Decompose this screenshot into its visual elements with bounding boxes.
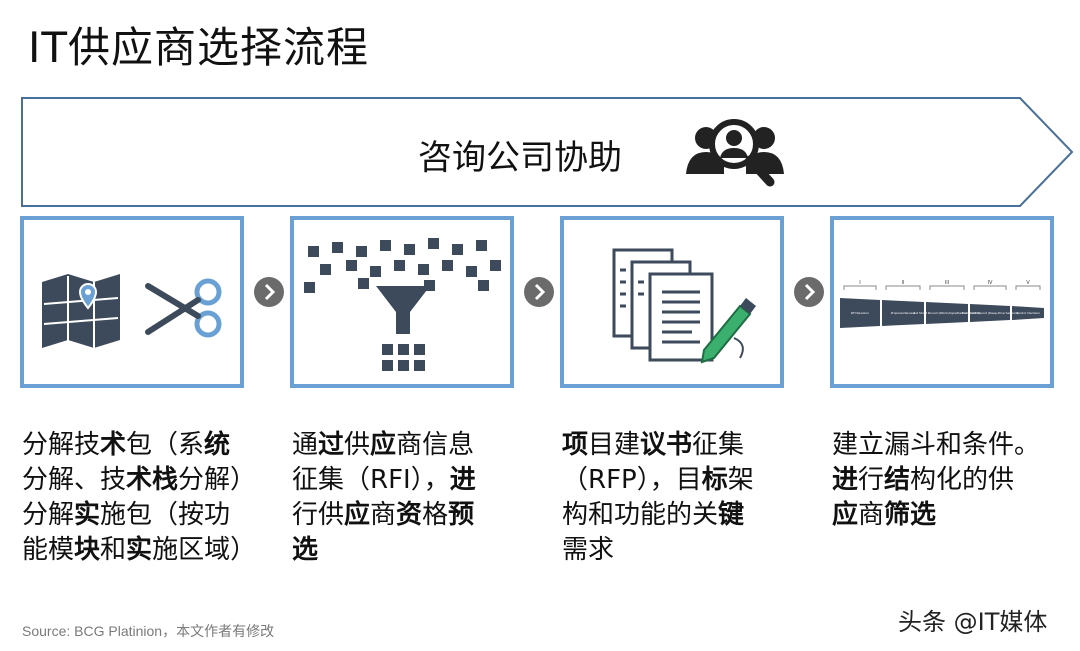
desc-line: 项目建议书征集 [562,428,754,463]
desc-line: 能模块和实施区域） [22,533,256,568]
desc-bold-run: 结 [884,465,911,495]
stage-desc-4: 建立漏斗和条件。进行结构化的供应商筛选 [832,428,1040,533]
desc-run: 通 [292,430,319,460]
desc-bold-run: 统 [204,430,231,460]
desc-run: 包（系 [126,430,205,460]
source-note: Source: BCG Platinion，本文作者有修改 [22,623,275,639]
stage-box-3 [560,216,784,388]
desc-bold-run: 预 [448,500,475,530]
desc-line: （RFP），目标架 [562,463,754,498]
desc-line: 征集（RFI），进 [292,463,476,498]
desc-run: 征集（RFI）， [292,465,450,495]
desc-run: 构和功能的关 [562,500,719,530]
stage-box-4: I II III IV V RFI Revision Proposal Revi… [830,216,1054,388]
mini-numeral-1: I [859,280,860,286]
chevron-right-icon [804,283,816,301]
map-scissors-icon [42,274,222,348]
desc-line: 分解技术包（系统 [22,428,256,463]
desc-run: （RFP），目 [562,465,702,495]
desc-run: 构化的供 [910,465,1015,495]
next-chevron-2 [524,277,554,307]
stage-desc-3: 项目建议书征集（RFP），目标架构和功能的关键需求 [562,428,754,568]
desc-line: 进行结构化的供 [832,463,1040,498]
desc-line: 构和功能的关键 [562,498,754,533]
documents-pen-icon [612,248,756,364]
desc-run: 分解 [22,500,75,530]
chevron-right-icon [264,283,276,301]
desc-line: 应商筛选 [832,498,1040,533]
desc-run: 目建 [588,430,641,460]
desc-run: 商信息 [396,430,475,460]
desc-bold-run: 资 [396,500,423,530]
desc-run: 商 [858,500,885,530]
desc-run: 需求 [562,535,615,565]
desc-run: 能模 [22,535,75,565]
desc-bold-run: 实 [74,500,101,530]
desc-bold-run: 标 [701,465,728,495]
people-search-icon [686,119,784,187]
desc-bold-run: 筛选 [884,500,937,530]
next-chevron-3 [794,277,824,307]
mini-numeral-3: III [945,280,949,286]
desc-bold-run: 过 [318,430,345,460]
desc-run: 分解技 [22,430,101,460]
desc-bold-run: 应 [832,500,859,530]
funnel-icon [304,238,501,371]
desc-run: 行 [858,465,885,495]
desc-run: 施区域） [152,535,257,565]
mini-numeral-2: II [902,280,905,286]
desc-line: 选 [292,533,476,568]
selection-steps-icon: I II III IV V RFI Revision Proposal Revi… [840,280,1044,328]
desc-line: 行供应商资格预 [292,498,476,533]
desc-line: 建立漏斗和条件。 [832,428,1040,463]
desc-bold-run: 应 [344,500,371,530]
banner-label: 咨询公司协助 [418,138,622,178]
desc-bold-run: 块 [74,535,101,565]
stage-box-1 [20,216,244,388]
mini-label-5: Vendor Decision [1016,311,1040,315]
stage-desc-1: 分解技术包（系统分解、技术栈分解）分解实施包（按功能模块和实施区域） [22,428,256,568]
stage-box-2 [290,216,514,388]
desc-run: 和 [100,535,127,565]
mini-numeral-5: V [1026,280,1030,286]
desc-run: 征集 [692,430,745,460]
desc-run: 建立漏斗和条件。 [832,430,1041,460]
page-title: IT供应商选择流程 [28,23,370,72]
desc-run: 分解） [178,465,257,495]
desc-bold-run: 进 [449,465,476,495]
desc-bold-run: 项 [562,430,589,460]
desc-run: 格 [422,500,449,530]
mini-label-4: 2nd Short Round (Deep-Dive Session) [962,311,1019,315]
chevron-right-icon [534,283,546,301]
desc-bold-run: 选 [292,535,319,565]
desc-bold-run: 键 [718,500,745,530]
next-chevron-1 [254,277,284,307]
desc-run: 分解、技 [22,465,127,495]
desc-line: 通过供应商信息 [292,428,476,463]
desc-bold-run: 实 [126,535,153,565]
desc-line: 需求 [562,533,754,568]
desc-bold-run: 术 [100,430,127,460]
mini-label-3: 1st Short Round (Workshops/Demonstration… [913,311,980,315]
desc-line: 分解实施包（按功 [22,498,256,533]
mini-numeral-4: IV [988,280,993,286]
desc-bold-run: 术栈 [126,465,179,495]
mini-label-2: Proposal Review [891,311,916,315]
desc-run: 施包（按功 [100,500,231,530]
desc-run: 供 [344,430,371,460]
desc-bold-run: 议书 [640,430,693,460]
desc-run: 商 [370,500,397,530]
desc-run: 架 [727,465,754,495]
consulting-arrow-banner [21,97,1074,207]
desc-bold-run: 进 [832,465,859,495]
desc-bold-run: 应 [370,430,397,460]
mini-label-1: RFI Revision [851,311,869,315]
watermark: 头条 @IT媒体 [898,608,1048,636]
desc-run: 行供 [292,500,345,530]
stage-desc-2: 通过供应商信息征集（RFI），进行供应商资格预选 [292,428,476,568]
desc-line: 分解、技术栈分解） [22,463,256,498]
